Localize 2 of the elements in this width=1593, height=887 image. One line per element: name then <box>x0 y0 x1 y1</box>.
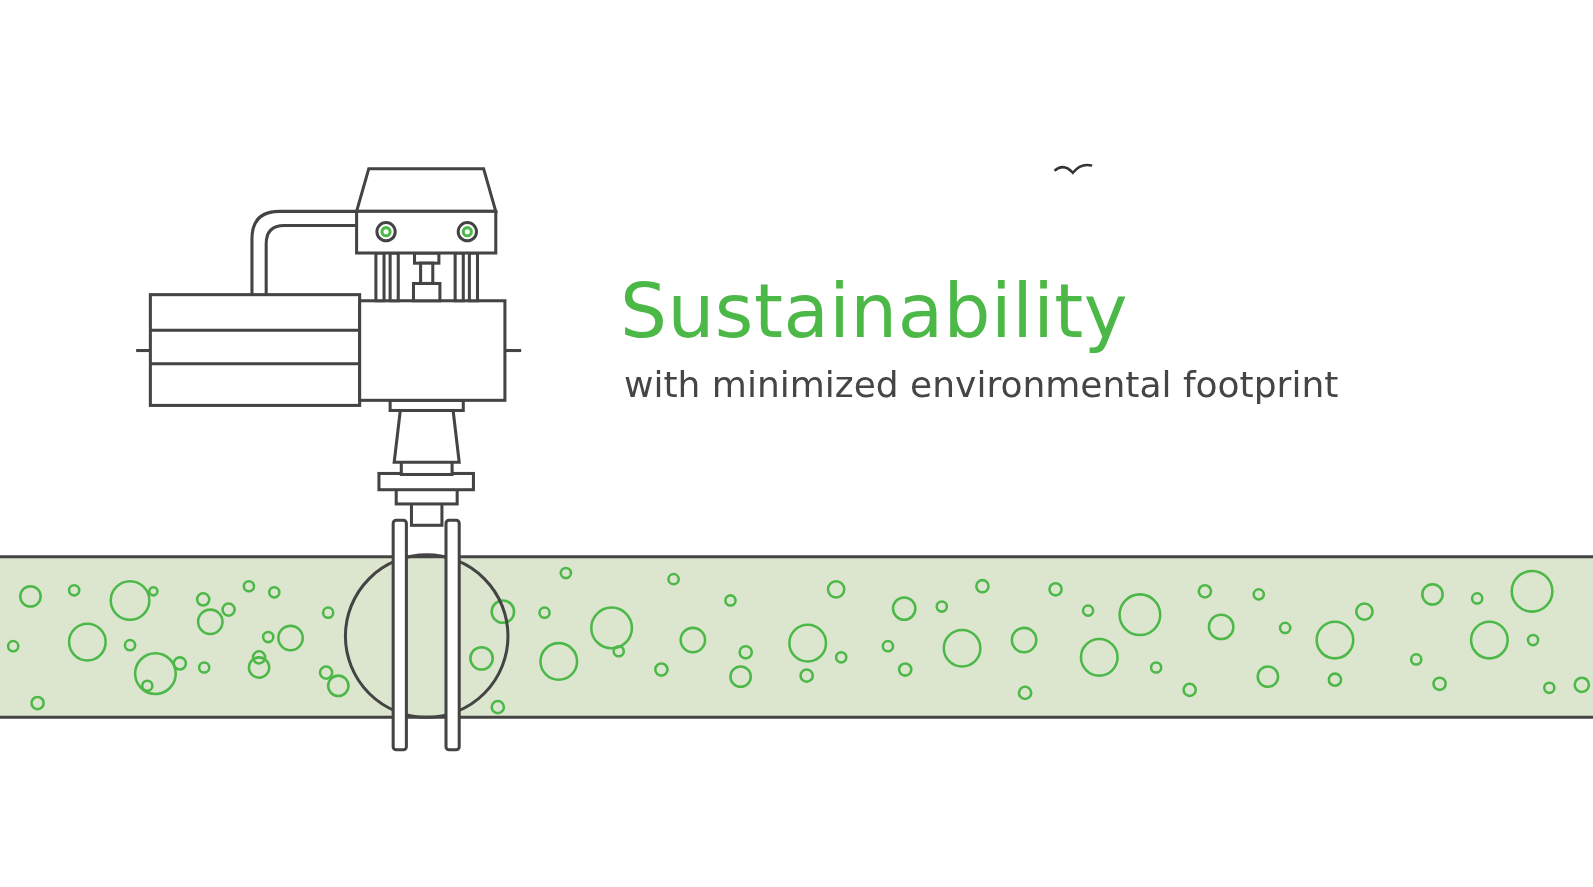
subtitle: with minimized environmental footprint <box>624 364 1339 405</box>
title: Sustainability <box>620 268 1129 354</box>
